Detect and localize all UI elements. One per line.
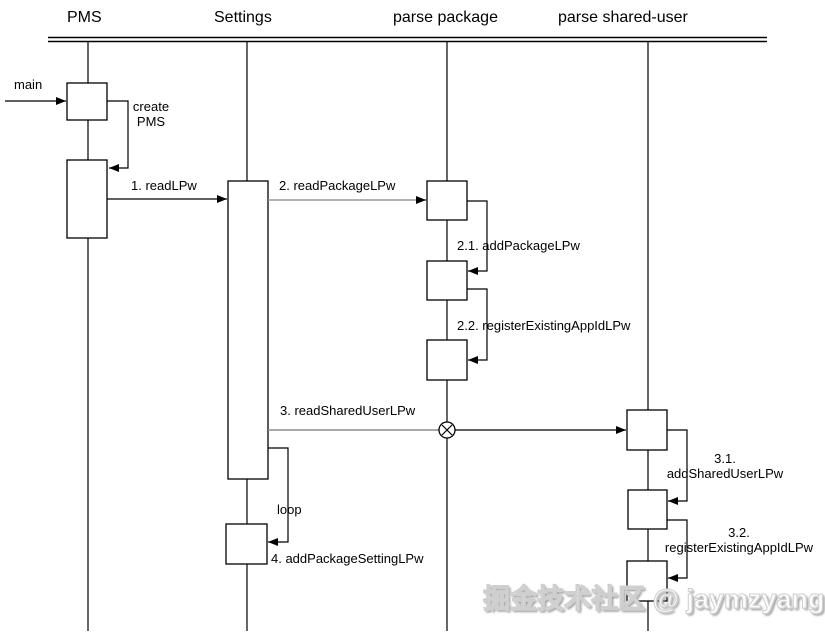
self-call-arrow-3-1 (667, 429, 688, 505)
self-call-arrow-3-2 (667, 519, 688, 582)
loop-label: loop (277, 502, 302, 517)
crossed-circle-icon (438, 421, 456, 439)
message-label-2-1: 2.1. addPackageLPw (457, 238, 580, 253)
parse-shared-user-activation-3 (626, 560, 668, 602)
lifeline-header-parse-shared-user: parse shared-user (558, 9, 688, 26)
message-label-1: 1. readLPw (131, 178, 197, 193)
parse-package-activation-2 (426, 260, 468, 301)
parse-shared-user-activation-1 (626, 409, 668, 451)
message-label-3-2: 3.2. registerExistingAppIdLPw (664, 525, 814, 555)
pms-activation-2 (66, 159, 108, 239)
lifeline-header-settings: Settings (214, 9, 272, 26)
parse-package-activation-1 (426, 180, 468, 221)
parse-shared-user-activation-2 (627, 489, 668, 530)
message-label-3-1: 3.1. addSharedUserLPw (666, 451, 784, 481)
self-call-arrow-2-2 (467, 288, 488, 364)
message-label-2: 2. readPackageLPw (279, 178, 396, 193)
message-label-3: 3. readSharedUserLPw (280, 403, 416, 418)
pms-activation-1 (66, 82, 108, 121)
self-call-arrow-2-1 (467, 200, 488, 275)
message-label-create-pms: create PMS (132, 99, 170, 129)
lifeline-header-parse-package: parse package (393, 9, 498, 26)
self-call-arrow-4-loop (268, 447, 289, 546)
watermark: 掘金技术社区 @ jaymzyang (483, 584, 825, 615)
lifeline-header-pms: PMS (67, 9, 102, 26)
message-label-2-2: 2.2. registerExistingAppIdLPw (457, 318, 631, 333)
parse-package-activation-3 (426, 339, 468, 381)
message-label-4: 4. addPackageSettingLPw (271, 551, 424, 566)
create-pms-self-call-arrow (107, 100, 129, 172)
settings-activation-loop (225, 523, 268, 565)
settings-activation (227, 180, 269, 480)
message-label-main: main (14, 77, 43, 92)
